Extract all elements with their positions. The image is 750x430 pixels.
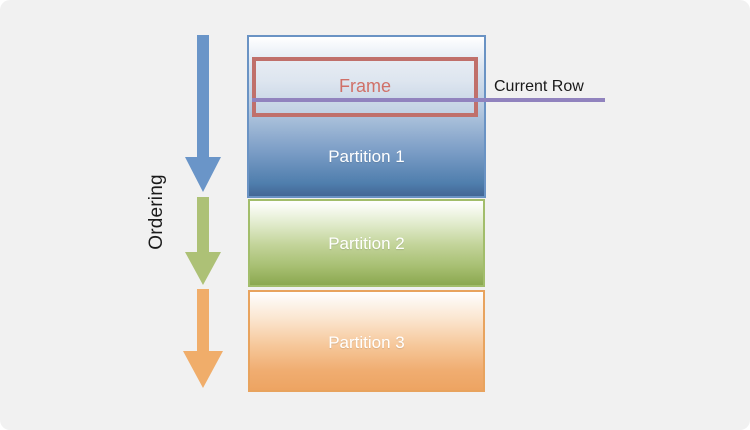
- partition-3-box: Partition 3: [248, 290, 485, 392]
- blue-arrow-icon: [185, 35, 221, 192]
- orange-arrow-icon: [183, 289, 223, 388]
- green-arrow-icon: [185, 197, 221, 285]
- orange-arrow: [178, 289, 228, 389]
- partition-2-label: Partition 2: [328, 234, 405, 253]
- partition-3-label: Partition 3: [328, 333, 405, 352]
- blue-arrow: [178, 35, 228, 193]
- current-row-label: Current Row: [494, 78, 584, 95]
- current-row-line: [252, 98, 605, 102]
- ordering-axis-label: Ordering: [146, 174, 167, 250]
- frame-box: Frame: [252, 57, 478, 117]
- partition-1-label: Partition 1: [328, 147, 405, 166]
- frame-label: Frame: [338, 76, 391, 96]
- green-arrow: [178, 197, 228, 286]
- partition-2-box: Partition 2: [248, 199, 485, 287]
